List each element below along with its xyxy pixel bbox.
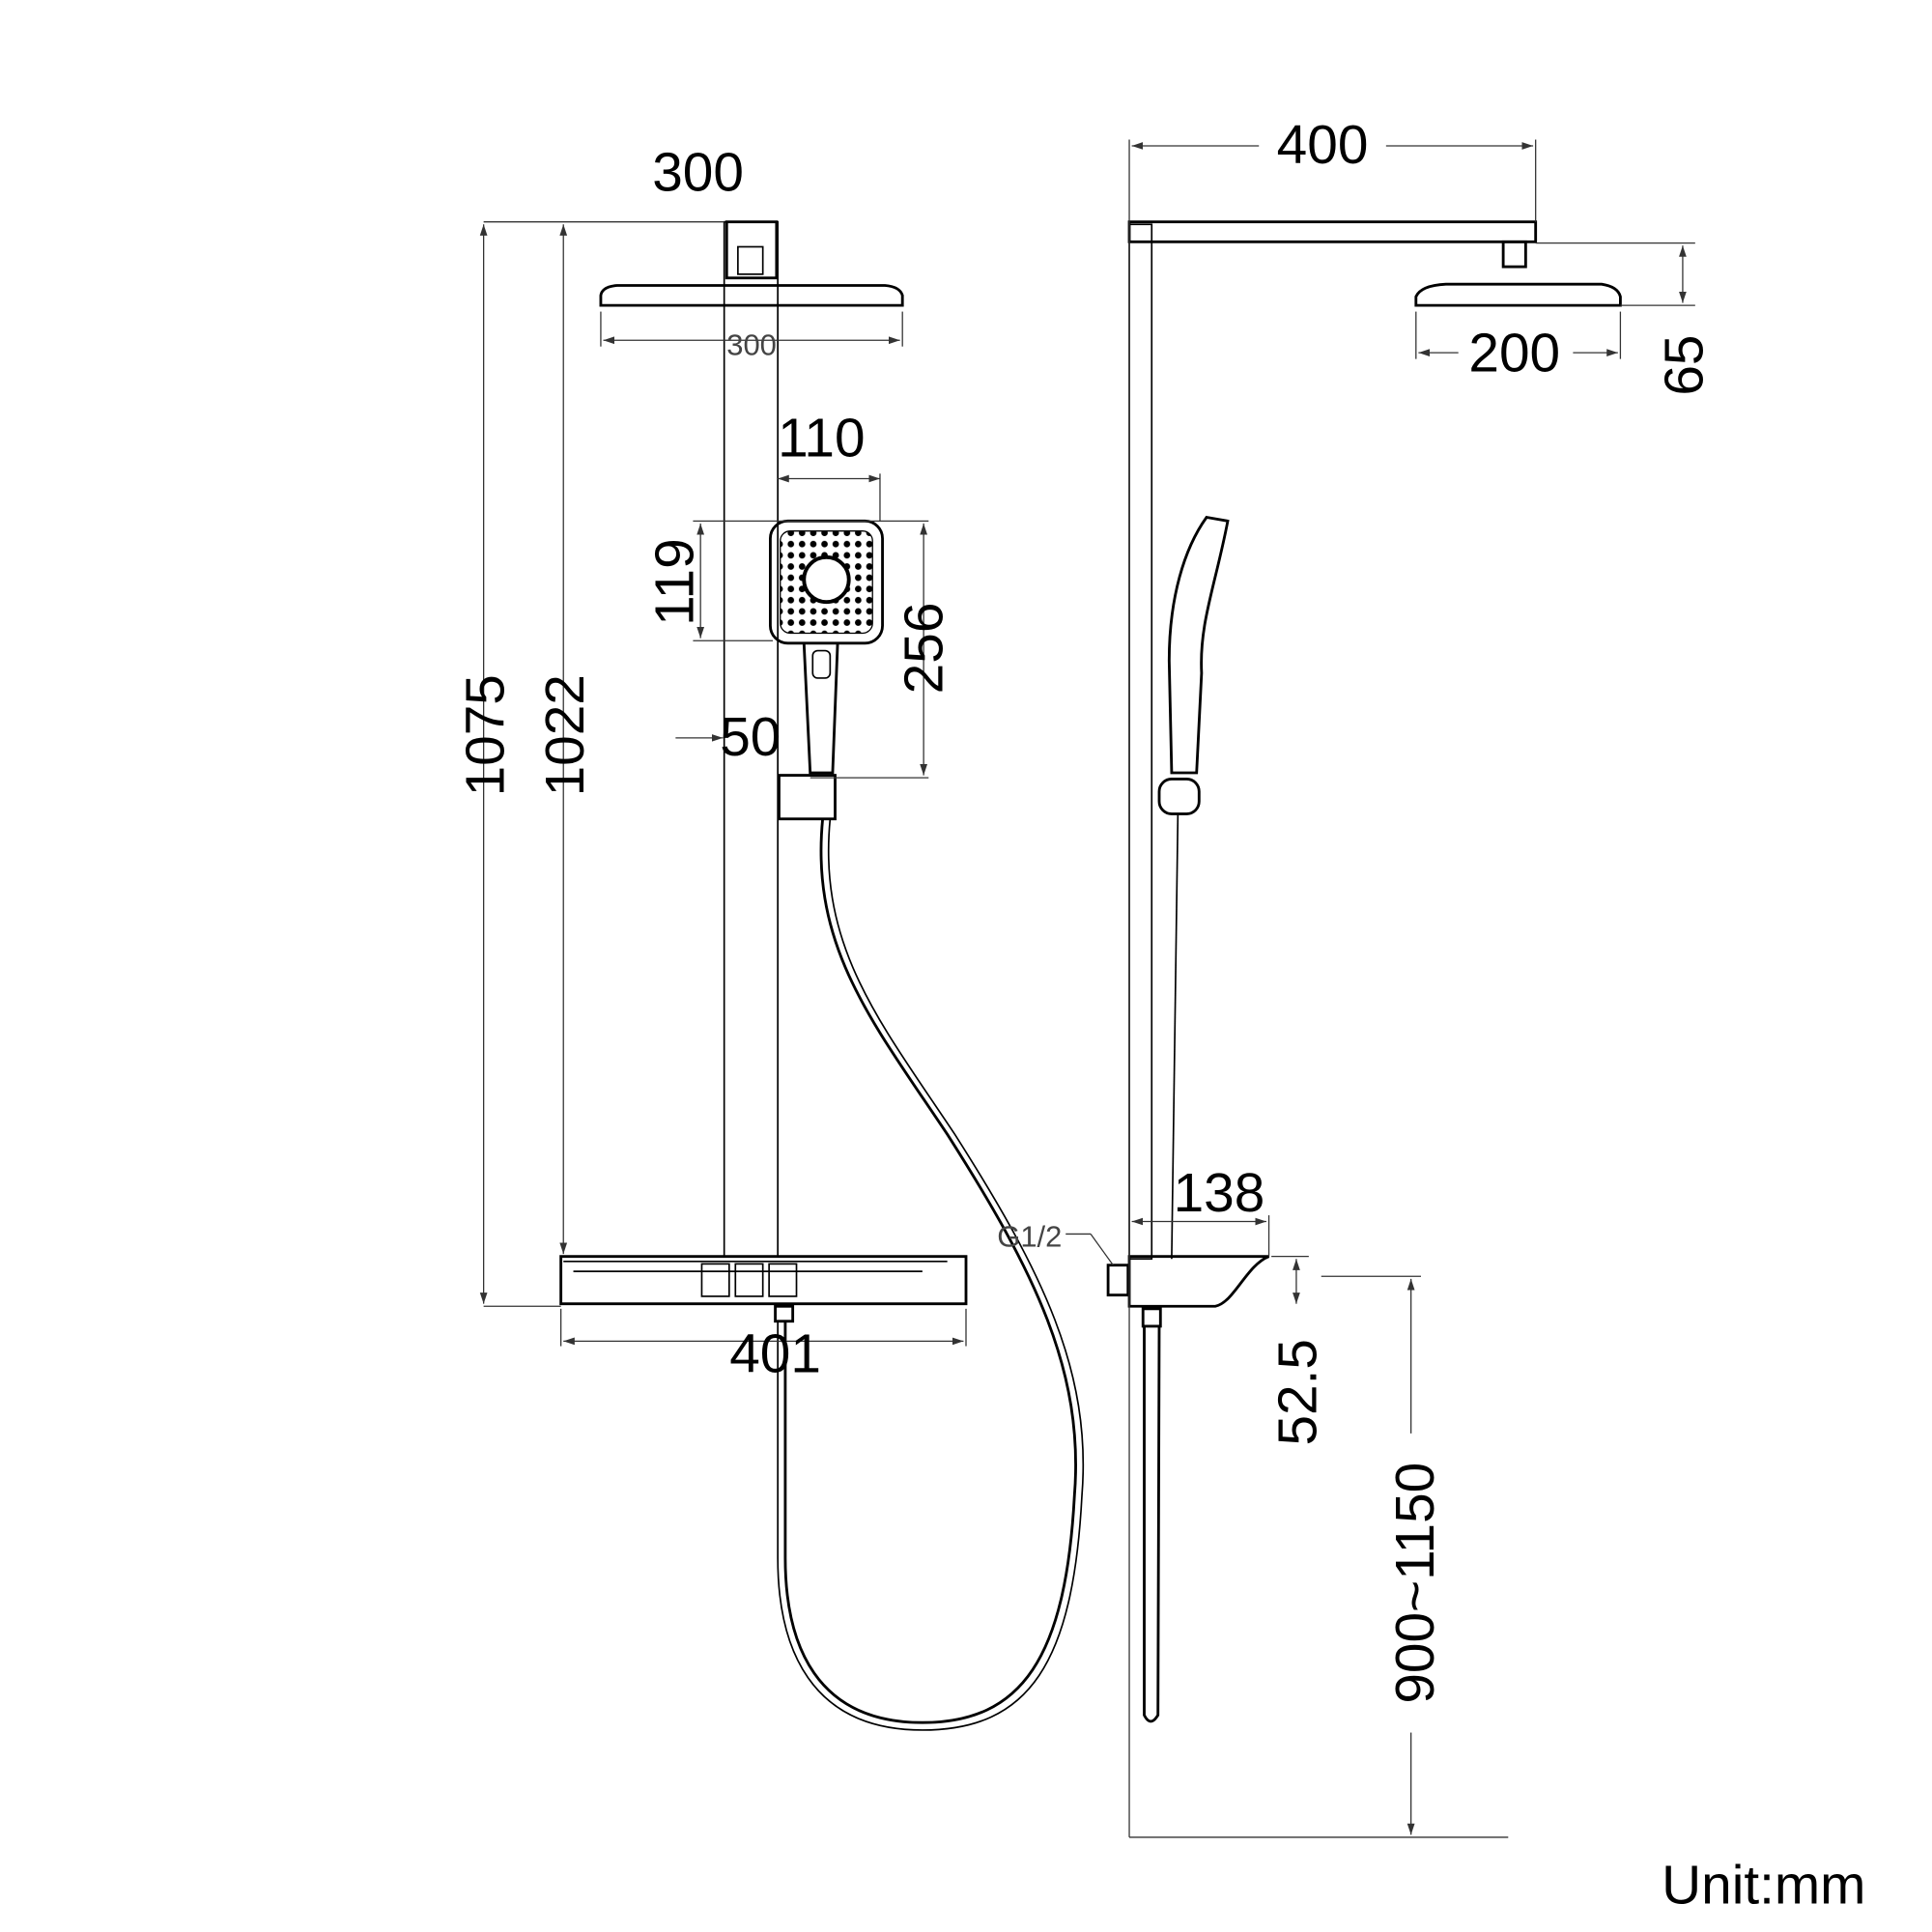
dim-shelf-height: 52.5 [1268,1339,1329,1445]
dim-shelf-depth: 138 [1174,1163,1265,1224]
control-button-1 [700,1263,730,1297]
dim-side-head-height: 65 [1655,334,1716,395]
side-shelf [1127,1255,1270,1308]
shower-hose [783,818,1077,1724]
dim-arm-length: 400 [1277,115,1369,176]
shower-arm [1127,220,1538,243]
side-riser-rail [1128,223,1153,1261]
side-hand-shower [1167,515,1230,775]
inlet-thread-label: G1/2 [997,1219,1062,1253]
dim-side-head-diameter: 200 [1468,324,1560,384]
hand-shower-holder [778,774,837,821]
control-button-2 [734,1263,764,1297]
control-button-3 [768,1263,798,1297]
side-view: 400 200 65 138 G1/2 52.5 900~1150 [997,115,1716,1838]
dim-handshower-length: 256 [894,603,954,695]
dim-handshower-offset: 50 [720,707,781,768]
side-shower-head [1414,282,1622,307]
inlet-connector [1106,1264,1130,1297]
dim-head-width: 300 [726,328,777,362]
side-hose [1143,1325,1161,1723]
hand-shower-handle [802,642,839,775]
overhead-shower-head [599,284,904,307]
dim-top-width: 300 [652,142,744,203]
thermostatic-shelf [559,1255,968,1306]
dim-shelf-width: 401 [729,1324,821,1385]
dim-handshower-width: 110 [778,408,866,469]
top-connector [724,220,779,280]
dim-total-height: 1075 [455,674,516,796]
dim-rail-height: 1022 [535,674,596,796]
dim-install-height: 900~1150 [1385,1463,1446,1704]
front-view: 300 300 110 119 256 50 1075 1022 401 [455,142,1085,1731]
unit-label: Unit:mm [1662,1855,1865,1916]
dim-handshower-head-height: 119 [644,538,705,626]
